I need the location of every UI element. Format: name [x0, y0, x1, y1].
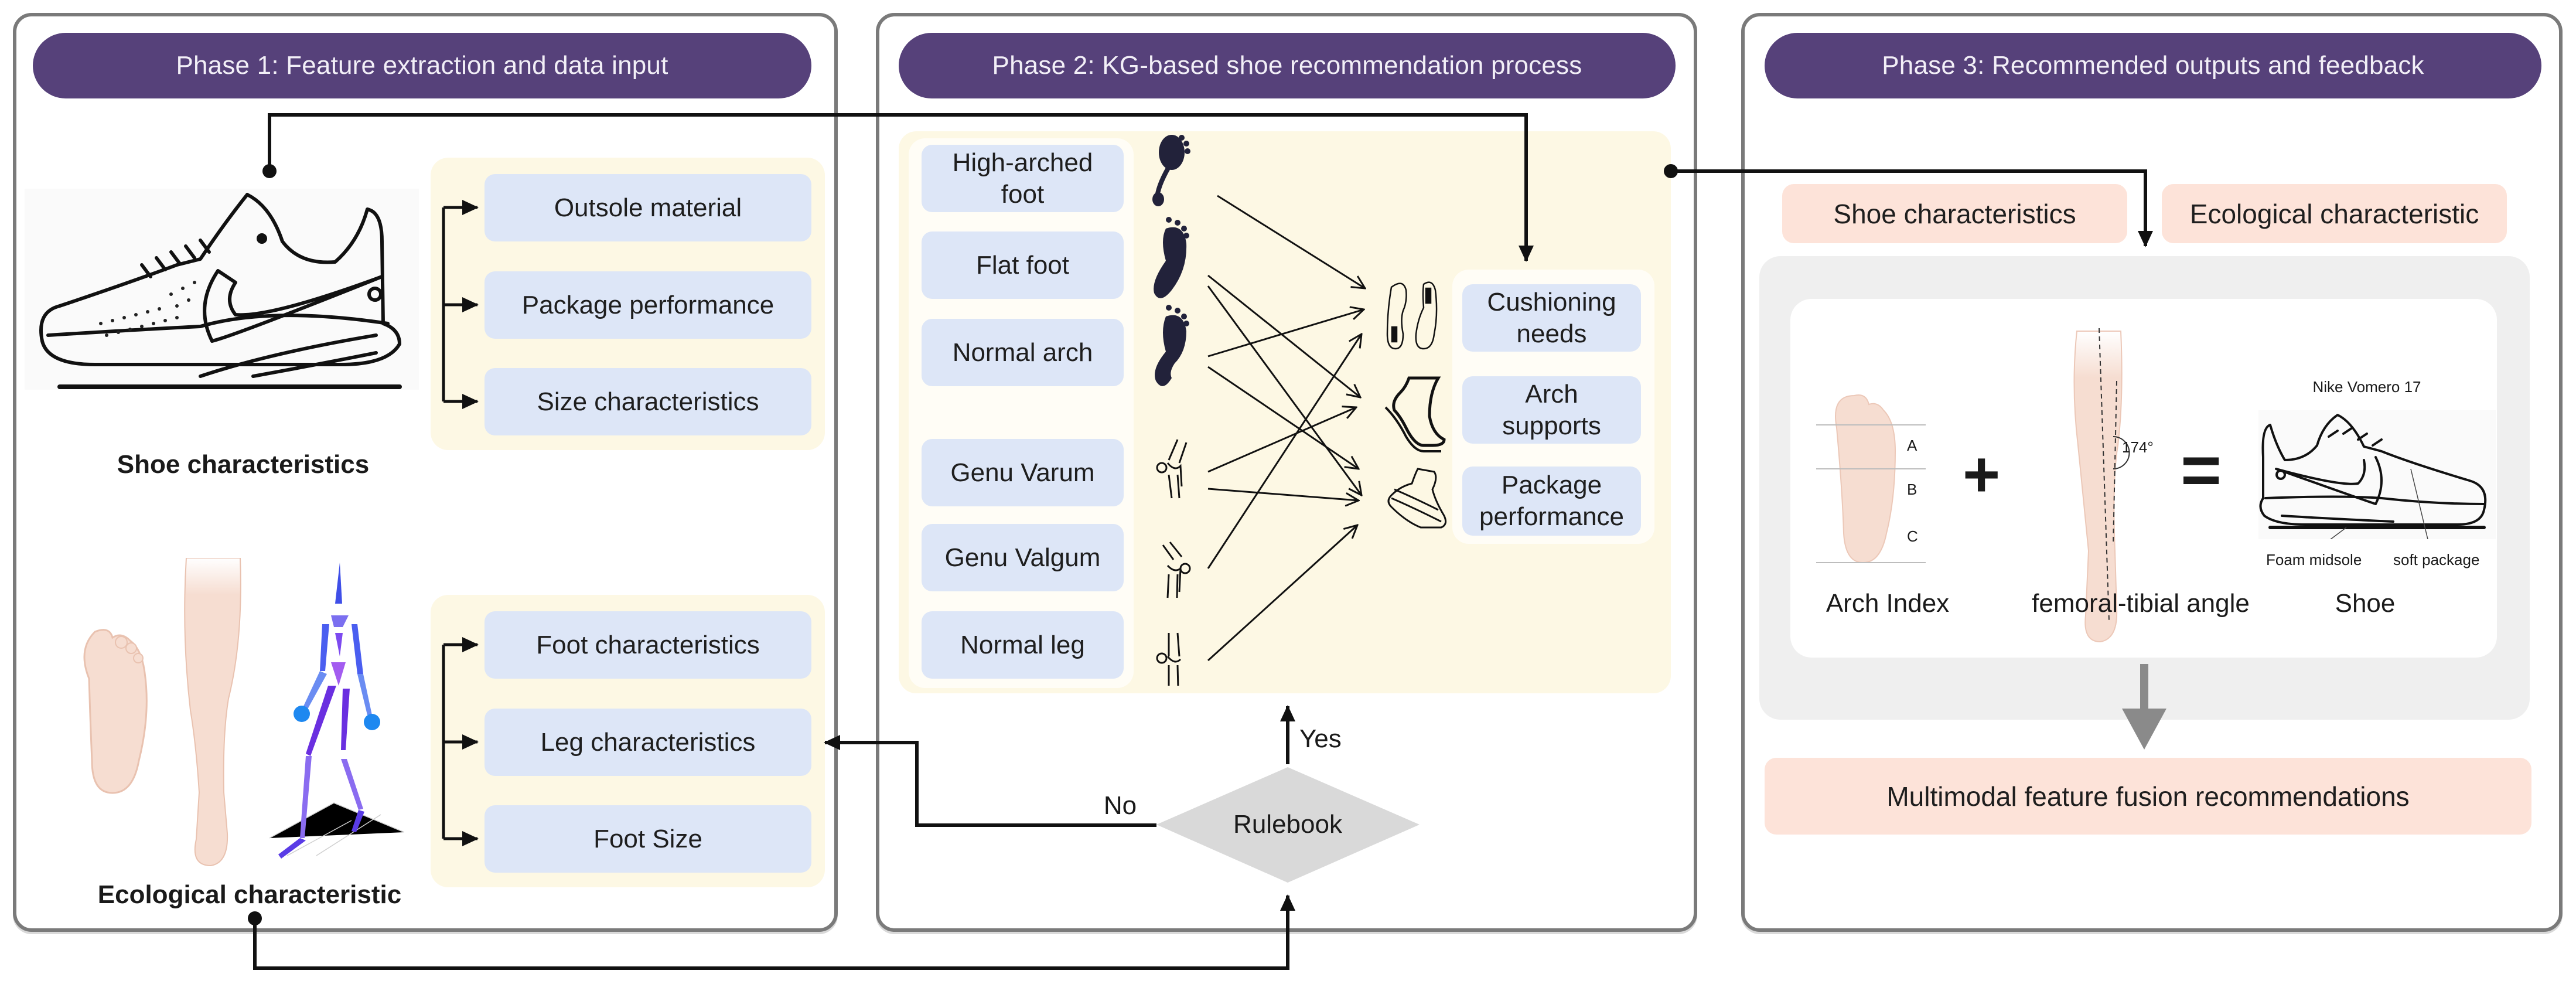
arch-zone-a: A: [1907, 437, 1918, 454]
shoe-label: Shoe: [2335, 589, 2396, 618]
angle-value: 174°: [2122, 438, 2154, 456]
shoe-illustration: [25, 189, 419, 390]
knee-valgum-icon: [1162, 542, 1191, 598]
shoe-model-label: Nike Vomero 17: [2312, 378, 2421, 396]
feature-box-foot-characteristics: Foot characteristics: [485, 611, 811, 679]
shoe-feature-bracket: [442, 200, 479, 409]
edge-normal-arch-to-package: [1207, 366, 1359, 469]
femoral-tibial-leg-illustration: [2073, 328, 2130, 643]
footprint-icons: [1152, 135, 1191, 686]
footprint-flat-icon: [1154, 217, 1189, 298]
condition-flat-foot: Flat foot: [922, 231, 1124, 299]
fusion-recommendations-output: Multimodal feature fusion recommendation…: [1765, 758, 2531, 835]
need-arch-supports: Arch supports: [1462, 376, 1641, 444]
condition-genu-valgum: Genu Valgum: [922, 524, 1124, 591]
feature-box-size-characteristics: Size characteristics: [485, 368, 811, 435]
knee-normal-icon: [1156, 632, 1182, 686]
edge-flat-to-arch: [1207, 274, 1360, 397]
feature-box-package-performance: Package performance: [485, 271, 811, 339]
need-cushioning: Cushioning needs: [1462, 284, 1641, 352]
equals-sign: =: [2181, 431, 2222, 509]
recommended-shoe-illustration: [2258, 410, 2496, 539]
arch-index-label: Arch Index: [1826, 589, 1950, 618]
decision-diamond-shape: [1156, 767, 1420, 883]
plus-sign: +: [1963, 438, 2001, 510]
running-shoe-side-icon: [1387, 468, 1447, 529]
foot-sole-illustration: [77, 626, 151, 796]
arch-zone-c: C: [1907, 527, 1918, 545]
no-label: No: [1103, 791, 1137, 820]
shoe-characteristics-label: Shoe characteristics: [117, 450, 370, 479]
edge-normal-leg-to-package: [1207, 525, 1357, 662]
eco-feature-bracket: [442, 637, 479, 846]
phase1-title: Phase 1: Feature extraction and data inp…: [33, 33, 811, 98]
condition-normal-arch: Normal arch: [922, 319, 1124, 386]
phase2-title: Phase 2: KG-based shoe recommendation pr…: [899, 33, 1676, 98]
input-ecological-characteristic: Ecological characteristic: [2162, 184, 2507, 243]
kg-edges: [1207, 195, 1365, 662]
condition-normal-leg: Normal leg: [922, 611, 1124, 679]
edge-genu-varum-to-package: [1207, 488, 1359, 500]
edge-normal-arch-to-cushioning: [1207, 309, 1364, 357]
arch-zone-b: B: [1907, 481, 1918, 498]
ecological-characteristic-label: Ecological characteristic: [97, 880, 402, 909]
pose-skeleton-icon: [269, 563, 405, 859]
running-shoe-icon: [39, 193, 402, 389]
input-shoe-characteristics: Shoe characteristics: [1782, 184, 2127, 243]
condition-high-arched-foot: High-arched foot: [922, 145, 1124, 212]
phase3-title: Phase 3: Recommended outputs and feedbac…: [1765, 33, 2541, 98]
leg-icon: [184, 557, 241, 867]
kg-to-output-connector: [1664, 164, 2153, 247]
annotation-soft-package: soft package: [2393, 551, 2480, 568]
feature-box-leg-characteristics: Leg characteristics: [485, 709, 811, 776]
footprint-normal-icon: [1155, 305, 1189, 386]
fusion-down-arrow: [2122, 664, 2166, 750]
knee-varum-icon: [1156, 439, 1188, 499]
no-arrow: [824, 735, 1156, 827]
feature-box-outsole-material: Outsole material: [485, 174, 811, 241]
annotation-foam-midsole: Foam midsole: [2266, 551, 2362, 568]
edge-genu-valgum-to-cushioning: [1207, 334, 1362, 569]
footprint-high-arched-icon: [1152, 135, 1190, 206]
need-package-performance: Package performance: [1462, 467, 1641, 536]
arch-index-foot-illustration: [1816, 394, 1926, 564]
ecological-to-rulebook-connector: [248, 894, 1295, 970]
rulebook-decision: [1156, 767, 1420, 883]
edge-genu-varum-to-arch: [1207, 407, 1356, 473]
foot-sole-icon: [83, 629, 148, 794]
edge-high-arched-to-cushioning: [1217, 195, 1365, 288]
needs-icons: [1384, 281, 1447, 529]
skeleton-pose-illustration: [264, 557, 410, 864]
leg-illustration: [182, 557, 246, 867]
yes-label: Yes: [1299, 724, 1342, 753]
arch-support-foot-icon: [1384, 376, 1446, 452]
insoles-icon: [1386, 281, 1438, 350]
feature-box-foot-size: Foot Size: [485, 805, 811, 873]
femoral-tibial-angle-label: femoral-tibial angle: [2032, 589, 2250, 618]
condition-genu-varum: Genu Varum: [922, 439, 1124, 506]
rulebook-label: Rulebook: [1233, 810, 1342, 839]
edge-flat-to-package: [1207, 285, 1362, 495]
shoe-to-kg-connector: [262, 113, 1534, 262]
condition-column: [909, 138, 1134, 688]
